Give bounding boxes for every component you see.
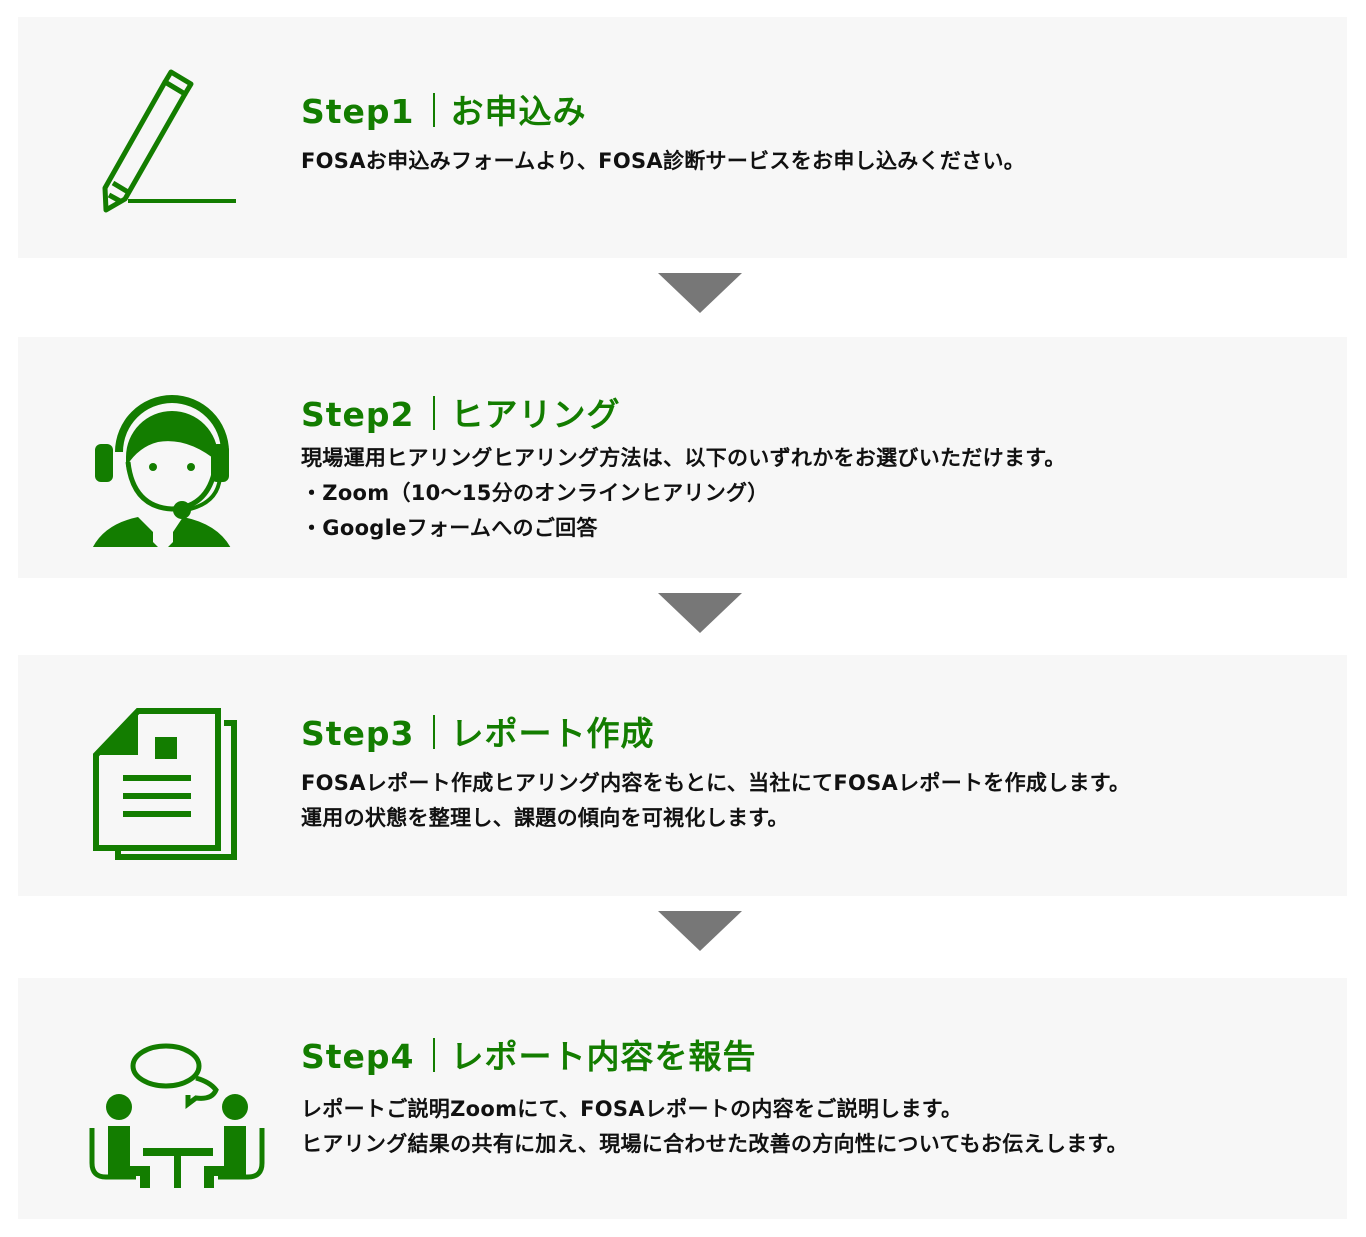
document-report-icon — [78, 685, 268, 865]
description-line: 現場運用ヒアリングヒアリング方法は、以下のいずれかをお選びいただけます。 — [301, 446, 1066, 470]
description-line: FOSAお申込みフォームより、FOSA診断サービスをお申し込みください。 — [301, 149, 1026, 173]
description-line: FOSAレポート作成ヒアリング内容をもとに、当社にてFOSAレポートを作成します… — [301, 771, 1131, 795]
step3-description: FOSAレポート作成ヒアリング内容をもとに、当社にてFOSAレポートを作成します… — [301, 766, 1130, 836]
down-arrow-icon — [658, 593, 742, 633]
step3-card: Step3 レポート作成 FOSAレポート作成ヒアリング内容をもとに、当社にてFO… — [18, 655, 1347, 896]
step-title: ヒアリング — [450, 395, 621, 434]
step-number: Step2 — [301, 395, 415, 434]
description-line: ・Googleフォームへのご回答 — [301, 516, 598, 540]
down-arrow-icon — [658, 273, 742, 313]
pencil-icon — [78, 47, 268, 227]
step3-title: Step3 レポート作成 — [301, 707, 655, 755]
step1-card: Step1 お申込み FOSAお申込みフォームより、FOSA診断サービスをお申し込… — [18, 17, 1347, 258]
description-line: ヒアリング結果の共有に加え、現場に合わせた改善の方向性についてもお伝えします。 — [301, 1132, 1128, 1156]
description-line: レポートご説明Zoomにて、FOSAレポートの内容をご説明します。 — [301, 1097, 963, 1121]
step1-title: Step1 お申込み — [301, 85, 587, 133]
description-line: 運用の状態を整理し、課題の傾向を可視化します。 — [301, 806, 789, 830]
step2-title: Step2 ヒアリング — [301, 388, 621, 436]
step2-card: Step2 ヒアリング 現場運用ヒアリングヒアリング方法は、以下のいずれかをお選び… — [18, 337, 1347, 578]
step-number: Step3 — [301, 714, 415, 753]
step-title: レポート内容を報告 — [450, 1037, 757, 1076]
step2-description: 現場運用ヒアリングヒアリング方法は、以下のいずれかをお選びいただけます。 ・Zo… — [301, 441, 1066, 546]
step4-title: Step4 レポート内容を報告 — [301, 1030, 757, 1078]
step-number: Step1 — [301, 92, 415, 131]
headset-operator-icon — [78, 367, 268, 572]
step-number: Step4 — [301, 1037, 415, 1076]
step-title: お申込み — [450, 92, 587, 131]
step4-card: Step4 レポート内容を報告 レポートご説明Zoomにて、FOSAレポートの内容… — [18, 978, 1347, 1219]
step1-description: FOSAお申込みフォームより、FOSA診断サービスをお申し込みください。 — [301, 144, 1025, 179]
meeting-conversation-icon — [78, 1008, 268, 1194]
down-arrow-icon — [658, 911, 742, 951]
description-line: ・Zoom（10〜15分のオンラインヒアリング） — [301, 481, 769, 505]
step-title: レポート作成 — [450, 714, 655, 753]
step4-description: レポートご説明Zoomにて、FOSAレポートの内容をご説明します。 ヒアリング結… — [301, 1092, 1128, 1162]
